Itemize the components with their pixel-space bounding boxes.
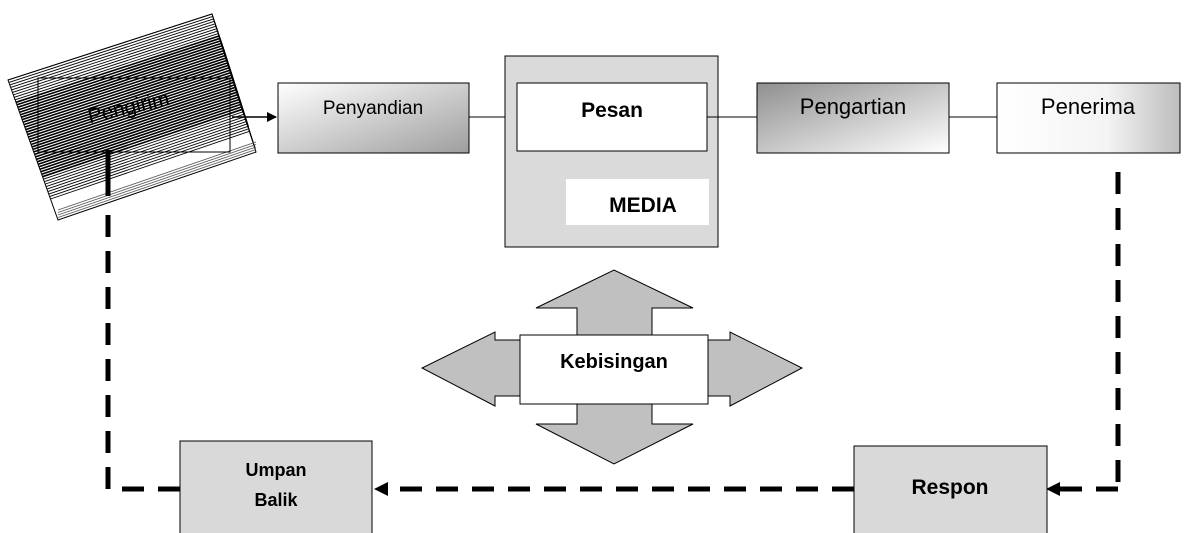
sender-base-line xyxy=(57,146,257,216)
feedback-label-line2: Balik xyxy=(254,490,298,510)
feedback-loop xyxy=(105,172,1121,496)
response-label: Respon xyxy=(911,476,988,499)
arrowhead-into-feedback xyxy=(374,482,388,496)
arrowhead-into-response xyxy=(1046,482,1060,496)
decoding-box xyxy=(756,82,950,154)
feedback-box xyxy=(179,440,373,533)
noise-node: Kebisingan xyxy=(420,269,804,465)
encoding-label: Penyandian xyxy=(323,98,423,119)
message-box xyxy=(516,82,708,152)
receiver-label: Penerima xyxy=(1041,94,1136,119)
noise-arrow-up xyxy=(535,269,694,336)
sender-node: Pengirim xyxy=(7,13,257,221)
decoding-label: Pengartian xyxy=(800,94,906,119)
noise-box xyxy=(519,334,709,405)
response-box xyxy=(853,445,1048,533)
decoding-node: Pengartian xyxy=(756,82,950,154)
encoding-box xyxy=(277,82,470,154)
message-label: Pesan xyxy=(581,99,643,122)
encoding-node: Penyandian xyxy=(277,82,470,154)
sender-inner-outline xyxy=(37,77,231,153)
feedback-label-line1: Umpan xyxy=(245,460,306,480)
media-label: MEDIA xyxy=(609,194,677,217)
noise-arrow-left xyxy=(420,331,521,407)
feedback-node: Umpan Balik xyxy=(179,440,373,533)
noise-arrow-down xyxy=(535,403,694,465)
sender-base-line xyxy=(57,144,257,213)
media-node: Pesan MEDIA xyxy=(504,55,719,248)
receiver-box xyxy=(996,82,1181,154)
noise-label: Kebisingan xyxy=(560,351,668,373)
sender-base-line xyxy=(57,141,257,211)
response-node: Respon xyxy=(853,445,1048,533)
receiver-node: Penerima xyxy=(996,82,1181,154)
media-label-box xyxy=(566,179,709,225)
noise-arrow-right xyxy=(707,331,804,407)
sender-base-line xyxy=(57,149,257,218)
